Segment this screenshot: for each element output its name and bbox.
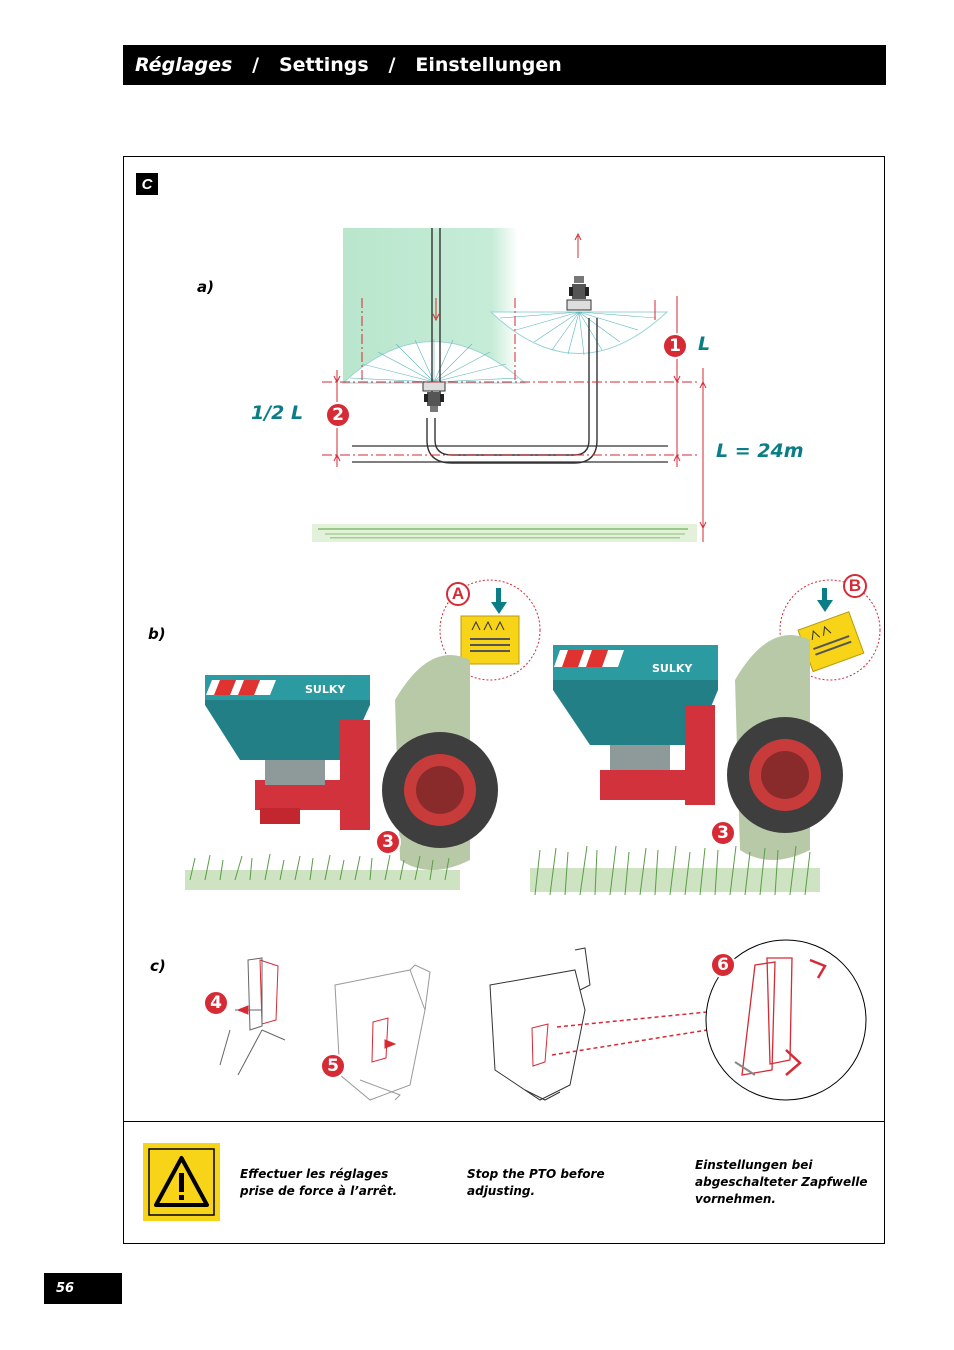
- spreader-illustrations: SULKY SULKY: [185, 579, 881, 896]
- header-title-fr: Réglages: [135, 54, 233, 76]
- hopper-sketch-2: [489, 947, 591, 1101]
- label-width: L = 24m: [716, 440, 804, 462]
- badge-a: A: [446, 582, 470, 606]
- lever-sketch: [219, 957, 286, 1076]
- tractor-path: [426, 228, 598, 464]
- hopper-sketch: [334, 964, 431, 1101]
- brand-label-left: SULKY: [305, 683, 346, 696]
- spread-fan-right-rays: [499, 311, 657, 356]
- badge-4: 4: [203, 990, 229, 1016]
- header-title-en: Settings: [278, 54, 369, 76]
- grass-strip: [312, 524, 697, 542]
- spread-diagram: [312, 228, 707, 542]
- adjustment-illustrations: [219, 939, 867, 1101]
- reference-lines: [322, 298, 697, 456]
- warning-text-en: Stop the PTO before adjusting.: [467, 1167, 605, 1198]
- warning-text-fr: Effectuer les réglages prise de force à …: [240, 1167, 398, 1198]
- spread-fan-right: [489, 311, 669, 354]
- warning-text-de: Einstellungen bei abgeschalteter Zapfwel…: [695, 1158, 868, 1206]
- label-l: L: [698, 333, 711, 355]
- page-number: 56: [44, 1273, 122, 1304]
- grass-right: [530, 845, 820, 896]
- section-letter: C: [136, 173, 158, 195]
- dimension-lines: [333, 296, 707, 542]
- spread-fan-left-rays: [349, 339, 519, 383]
- sublabel-a: a): [197, 278, 214, 296]
- badge-1: 1: [662, 333, 688, 359]
- badge-6: 6: [710, 952, 736, 978]
- frame-divider: [124, 1121, 884, 1122]
- label-half-l: 1/2 L: [251, 402, 304, 424]
- header-separator: /: [252, 54, 260, 76]
- section-frame: C: [123, 156, 885, 1244]
- zoom-arrows: [551, 1011, 708, 1056]
- tramline-lines: [352, 445, 668, 463]
- spreader-right: SULKY: [553, 635, 843, 860]
- tractor-icon-left: [422, 381, 446, 412]
- header-title-de: Einstellungen: [415, 54, 562, 76]
- zoom-circle: [705, 939, 867, 1101]
- sublabel-c: c): [150, 957, 166, 975]
- spreader-left: SULKY: [205, 655, 498, 870]
- header-separator: /: [388, 54, 396, 76]
- sublabel-b: b): [148, 625, 166, 643]
- badge-5: 5: [320, 1053, 346, 1079]
- brand-label-right: SULKY: [652, 662, 693, 675]
- badge-3-left: 3: [375, 829, 401, 855]
- badge-b: B: [843, 574, 867, 598]
- tractor-icon-right: [566, 276, 592, 311]
- badge-2: 2: [325, 402, 351, 428]
- inset-circle-a: [439, 579, 541, 681]
- warning-icon: [143, 1143, 220, 1221]
- badge-3-right: 3: [710, 820, 736, 846]
- header-bar: Réglages / Settings / Einstellungen: [123, 45, 886, 85]
- grass-left: [185, 853, 460, 890]
